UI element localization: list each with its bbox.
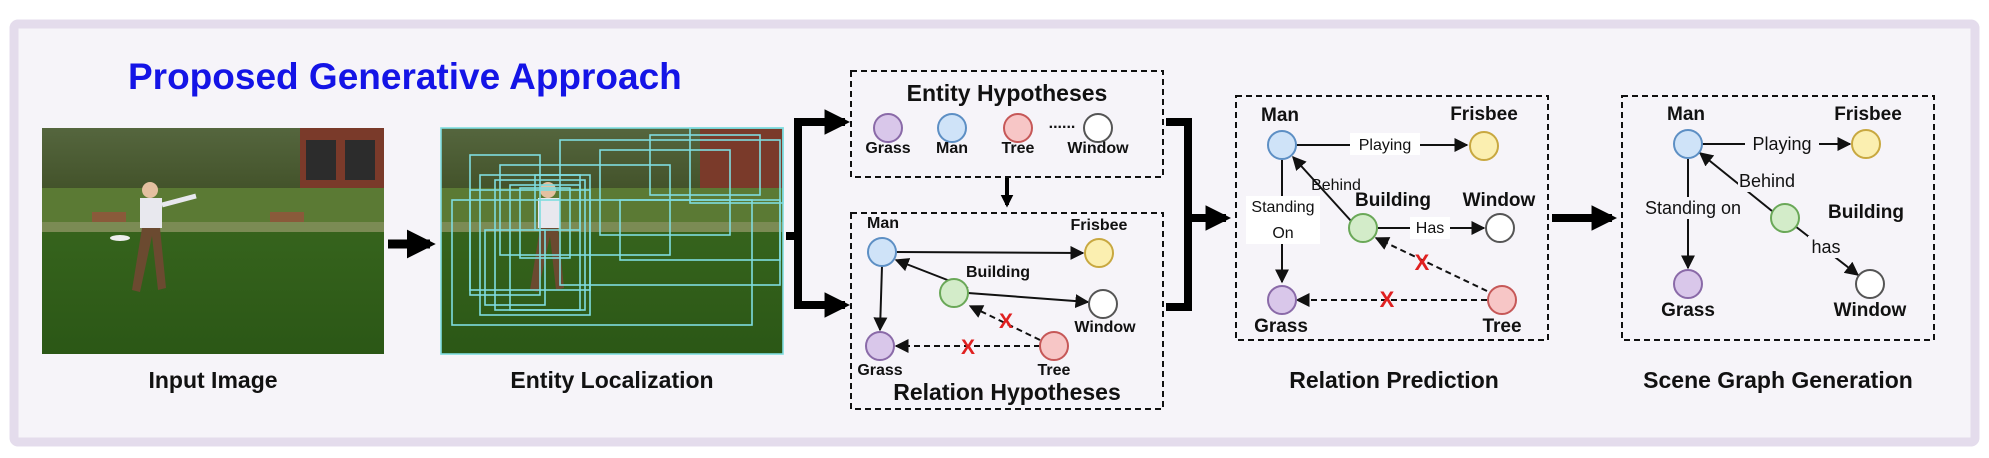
scene-graph-box (1621, 95, 1935, 341)
sg-node-man (1673, 129, 1703, 159)
stage-label-input: Input Image (148, 367, 277, 393)
stage-label-relation-prediction: Relation Prediction (1289, 367, 1499, 393)
sg-node-window (1855, 269, 1885, 299)
rp-node-grass (1267, 285, 1297, 315)
rh-label-grass: Grass (857, 362, 902, 379)
rp-edge-has: Has (1416, 220, 1444, 237)
rh-label-window: Window (1074, 319, 1136, 336)
rh-node-man (867, 237, 897, 267)
rp-edge-playing: Playing (1359, 137, 1411, 154)
rp-node-tree (1487, 285, 1517, 315)
entity-label-window: Window (1067, 140, 1129, 157)
sg-label-window: Window (1834, 300, 1907, 321)
rh-reject-mark-2: X (961, 336, 975, 359)
rh-node-tree (1039, 331, 1069, 361)
merge-arrow (1166, 118, 1232, 311)
sg-label-grass: Grass (1661, 300, 1715, 321)
rh-label-frisbee: Frisbee (1071, 217, 1128, 234)
rp-reject-mark-2: X (1380, 287, 1395, 312)
sg-node-grass (1673, 269, 1703, 299)
sg-edge-behind: Behind (1739, 171, 1795, 191)
bounding-boxes (440, 127, 784, 355)
rp-label-window: Window (1463, 190, 1536, 211)
entity-node-window (1083, 113, 1113, 143)
relation-hypotheses-box (850, 212, 1164, 410)
rp-label-building: Building (1355, 190, 1431, 211)
stage-label-localization: Entity Localization (510, 367, 713, 393)
entity-node-tree (1003, 113, 1033, 143)
scene-graph: Man Frisbee Building Grass Window Playin… (1638, 104, 1907, 321)
entity-ellipsis: ...... (1049, 115, 1076, 132)
stage-label-scene-graph: Scene Graph Generation (1643, 367, 1913, 393)
entity-label-tree: Tree (1002, 140, 1035, 157)
entity-hypotheses-title: Entity Hypotheses (907, 80, 1108, 106)
sg-edge-has: has (1811, 237, 1840, 257)
localization-image (440, 127, 784, 355)
rp-label-frisbee: Frisbee (1450, 104, 1518, 125)
sg-edge-playing: Playing (1752, 134, 1811, 154)
relation-hypotheses-title: Relation Hypotheses (893, 379, 1121, 405)
entity-node-grass (873, 113, 903, 143)
rh-reject-mark-1: X (999, 310, 1013, 333)
entity-hypotheses-box (850, 70, 1164, 178)
entity-node-man (937, 113, 967, 143)
relation-prediction-box (1235, 95, 1549, 341)
page-title: Proposed Generative Approach (128, 56, 682, 97)
entity-label-grass: Grass (865, 140, 910, 157)
rp-reject-mark-1: X (1415, 250, 1430, 275)
rp-label-man: Man (1261, 105, 1299, 126)
rh-node-window (1088, 289, 1118, 319)
rh-label-building: Building (966, 264, 1030, 281)
rp-edge-behind: Behind (1311, 177, 1361, 194)
rh-node-grass (865, 331, 895, 361)
rp-label-grass: Grass (1254, 316, 1308, 337)
fork-arrows (786, 109, 851, 318)
sg-node-building (1770, 203, 1800, 233)
rp-node-building (1348, 213, 1378, 243)
rh-node-frisbee (1084, 238, 1114, 268)
entity-label-man: Man (936, 140, 968, 157)
rh-label-man: Man (867, 215, 899, 232)
sg-label-man: Man (1667, 104, 1705, 125)
relation-hypotheses-graph: Man Frisbee Building Window Grass Tree X… (857, 215, 1136, 379)
sg-edge-standing-on: Standing on (1645, 198, 1741, 218)
sg-label-building: Building (1828, 202, 1904, 223)
relation-prediction-graph: Man Frisbee Building Window Grass Tree P… (1246, 104, 1536, 337)
rp-edge-standing: Standing (1251, 199, 1314, 216)
rp-edge-on: On (1272, 225, 1293, 242)
rp-node-window (1485, 213, 1515, 243)
sg-node-frisbee (1851, 129, 1881, 159)
sg-label-frisbee: Frisbee (1834, 104, 1902, 125)
rp-node-frisbee (1469, 131, 1499, 161)
rp-label-tree: Tree (1482, 316, 1521, 337)
rh-label-tree: Tree (1038, 362, 1071, 379)
rh-node-building (939, 278, 969, 308)
input-image (42, 128, 384, 354)
rp-node-man (1267, 130, 1297, 160)
entity-hypotheses-nodes: Grass Man Tree ...... Window (865, 113, 1129, 157)
